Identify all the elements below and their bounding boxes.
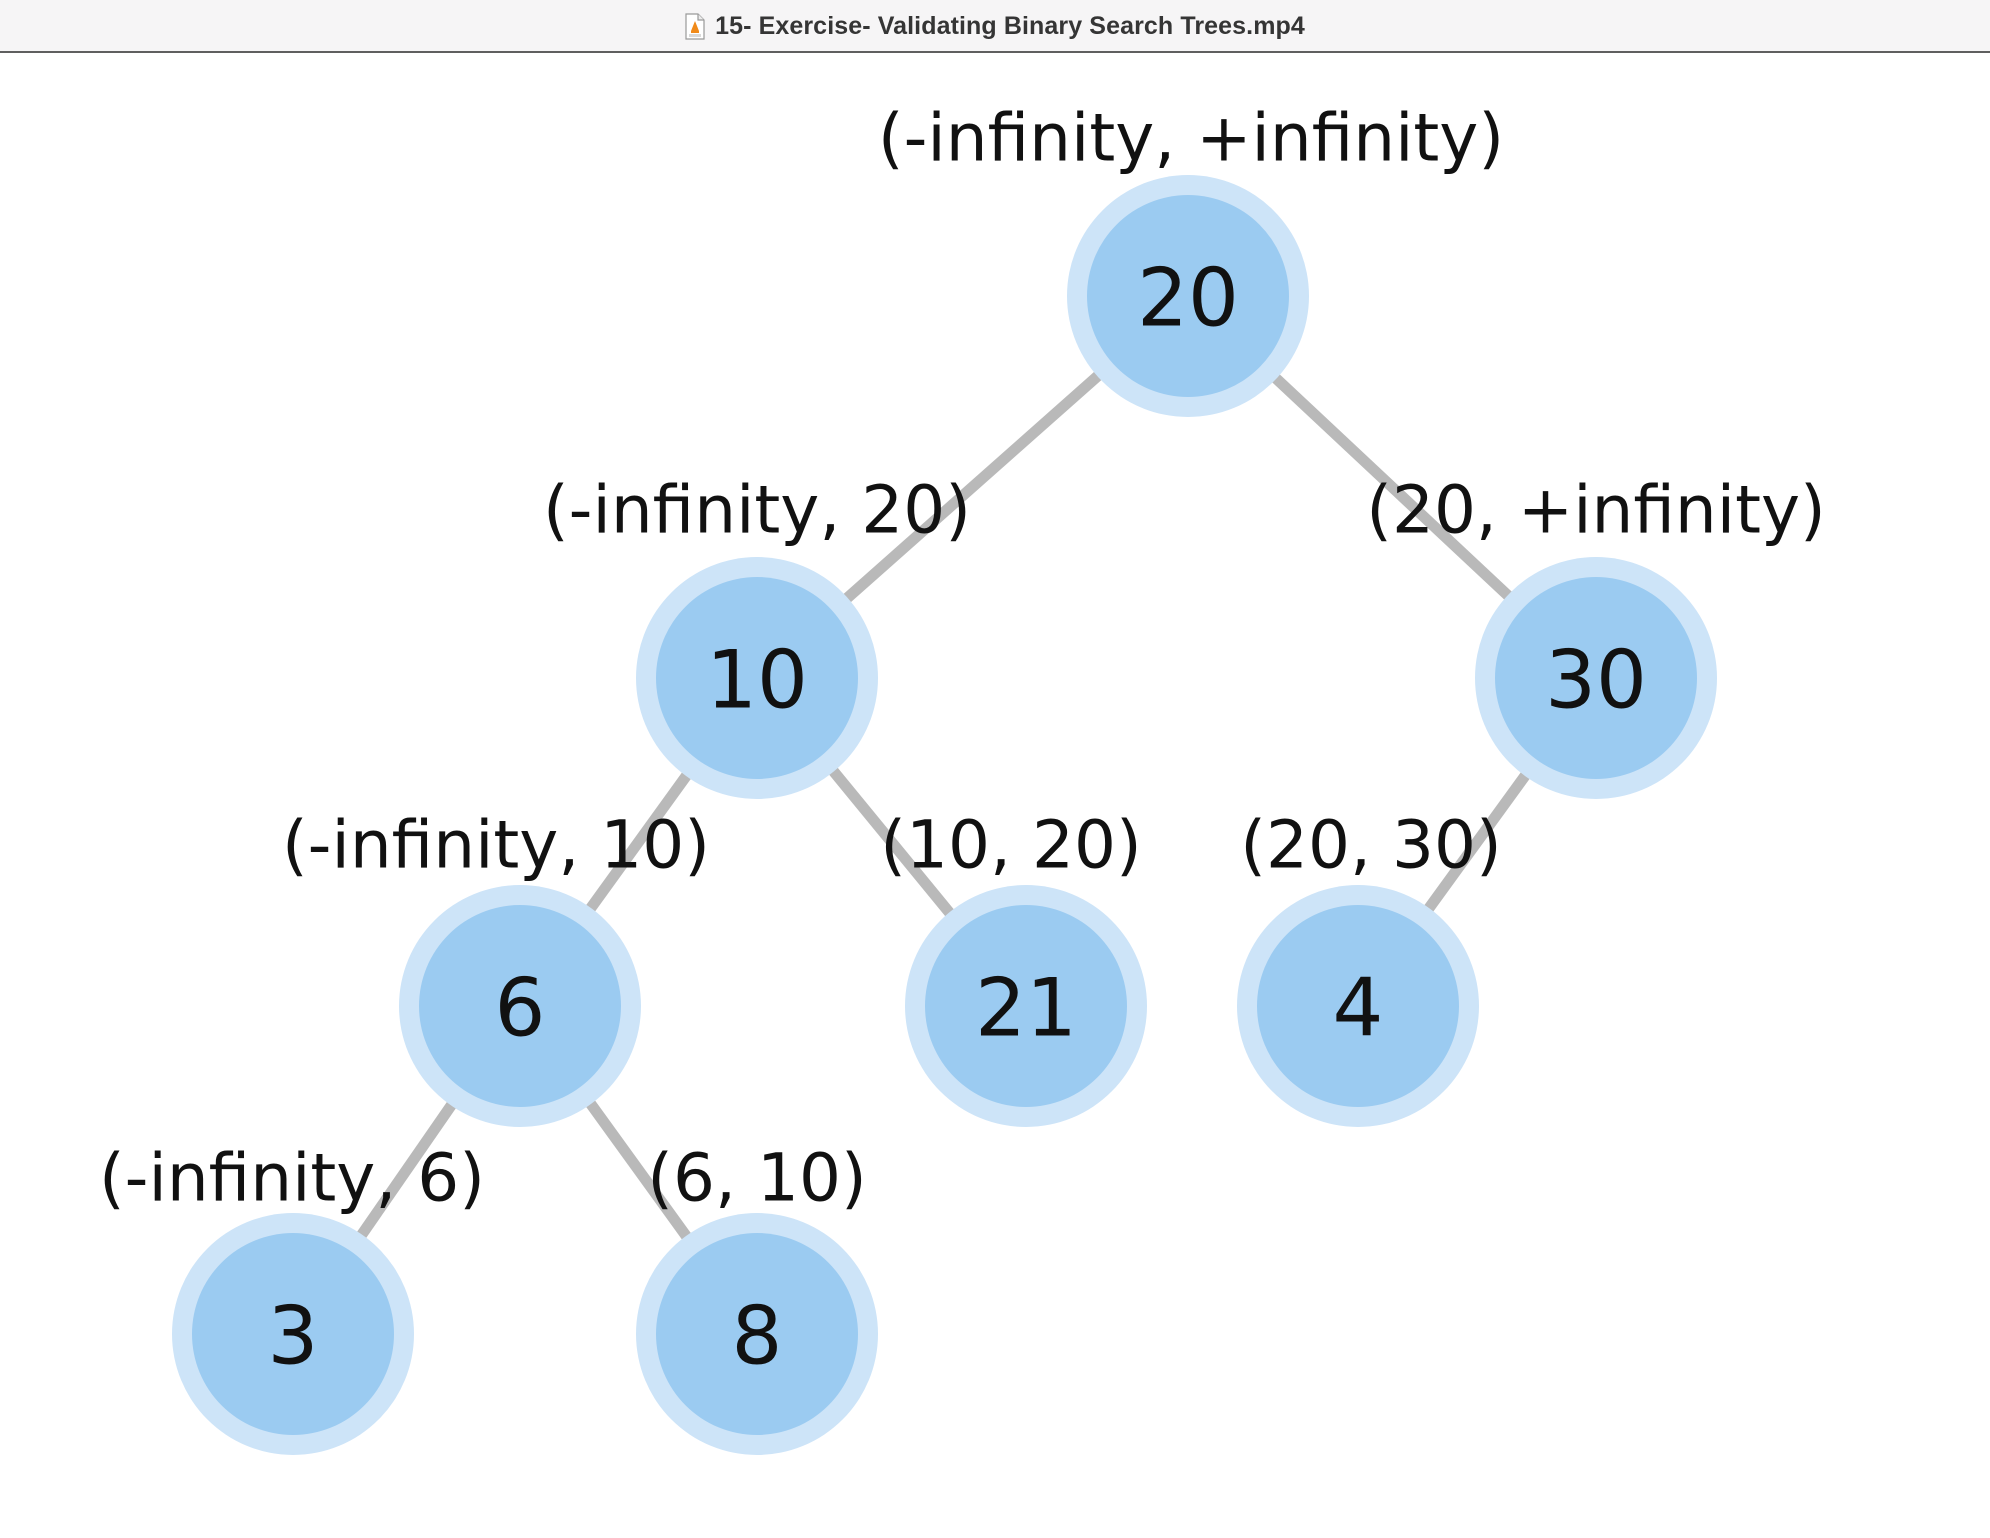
node-value: 6 — [495, 962, 546, 1055]
node-value: 21 — [975, 962, 1077, 1055]
tree-node-30: 30 — [1475, 557, 1717, 799]
tree-nodes: 20 10 30 6 21 4 3 8 — [172, 175, 1717, 1455]
range-label-20: (-infinity, +infinity) — [878, 100, 1504, 177]
tree-node-21: 21 — [905, 885, 1147, 1127]
window-titlebar: 15- Exercise- Validating Binary Search T… — [0, 0, 1990, 53]
node-circle — [1257, 905, 1459, 1107]
range-label-21: (10, 20) — [880, 807, 1141, 884]
node-circle — [419, 905, 621, 1107]
tree-node-4: 4 — [1237, 885, 1479, 1127]
node-circle — [656, 577, 858, 779]
node-value: 10 — [706, 634, 808, 727]
window-title-group: 15- Exercise- Validating Binary Search T… — [0, 0, 1990, 52]
node-value: 30 — [1545, 634, 1647, 727]
tree-node-8: 8 — [636, 1213, 878, 1455]
tree-node-6: 6 — [399, 885, 641, 1127]
tree-node-20: 20 — [1067, 175, 1309, 417]
range-label-3: (-infinity, 6) — [99, 1140, 485, 1217]
range-label-4: (20, 30) — [1240, 807, 1501, 884]
range-labels: (-infinity, +infinity) (-infinity, 20) (20… — [99, 100, 1826, 1217]
range-label-30: (20, +infinity) — [1366, 472, 1826, 549]
node-circle — [925, 905, 1127, 1107]
node-circle — [1087, 195, 1289, 397]
node-circle — [1495, 577, 1697, 779]
tree-node-10: 10 — [636, 557, 878, 799]
node-value: 3 — [268, 1290, 319, 1383]
range-label-10: (-infinity, 20) — [543, 472, 971, 549]
range-label-6: (-infinity, 10) — [282, 807, 710, 884]
node-value: 4 — [1333, 962, 1384, 1055]
node-value: 8 — [732, 1290, 783, 1383]
tree-node-3: 3 — [172, 1213, 414, 1455]
node-value: 20 — [1137, 252, 1239, 345]
window-title: 15- Exercise- Validating Binary Search T… — [715, 11, 1305, 40]
video-file-icon — [685, 12, 705, 40]
node-circle — [192, 1233, 394, 1435]
range-label-8: (6, 10) — [647, 1140, 866, 1217]
node-circle — [656, 1233, 858, 1435]
